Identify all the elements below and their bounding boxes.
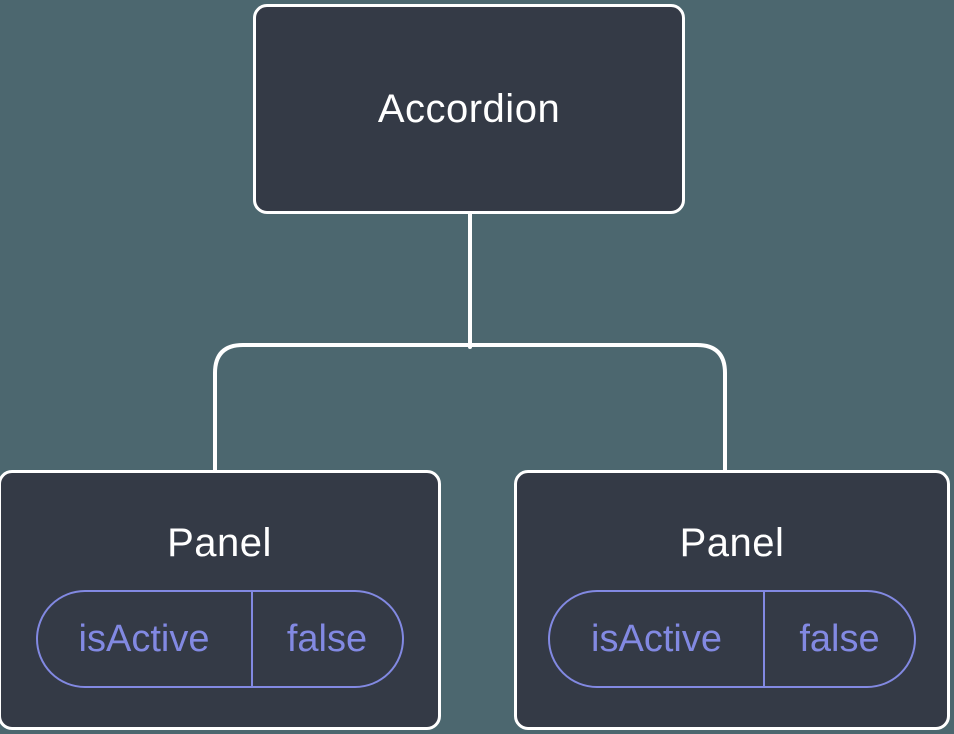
- connector-bracket: [213, 343, 727, 474]
- node-label: Accordion: [377, 87, 561, 131]
- prop-pill: isActive false: [35, 590, 404, 688]
- prop-name: isActive: [591, 617, 722, 660]
- prop-value: false: [286, 617, 368, 660]
- prop-divider: [250, 592, 253, 686]
- prop-pill: isActive false: [548, 590, 916, 688]
- tree-node-panel-right: Panel isActive false: [514, 470, 950, 730]
- prop-name: isActive: [78, 617, 210, 660]
- prop-divider: [763, 592, 765, 686]
- node-label: Panel: [167, 521, 272, 565]
- tree-node-panel-left: Panel isActive false: [0, 470, 441, 730]
- prop-value: false: [799, 617, 880, 660]
- tree-node-accordion: Accordion: [253, 4, 685, 214]
- node-label: Panel: [679, 521, 785, 565]
